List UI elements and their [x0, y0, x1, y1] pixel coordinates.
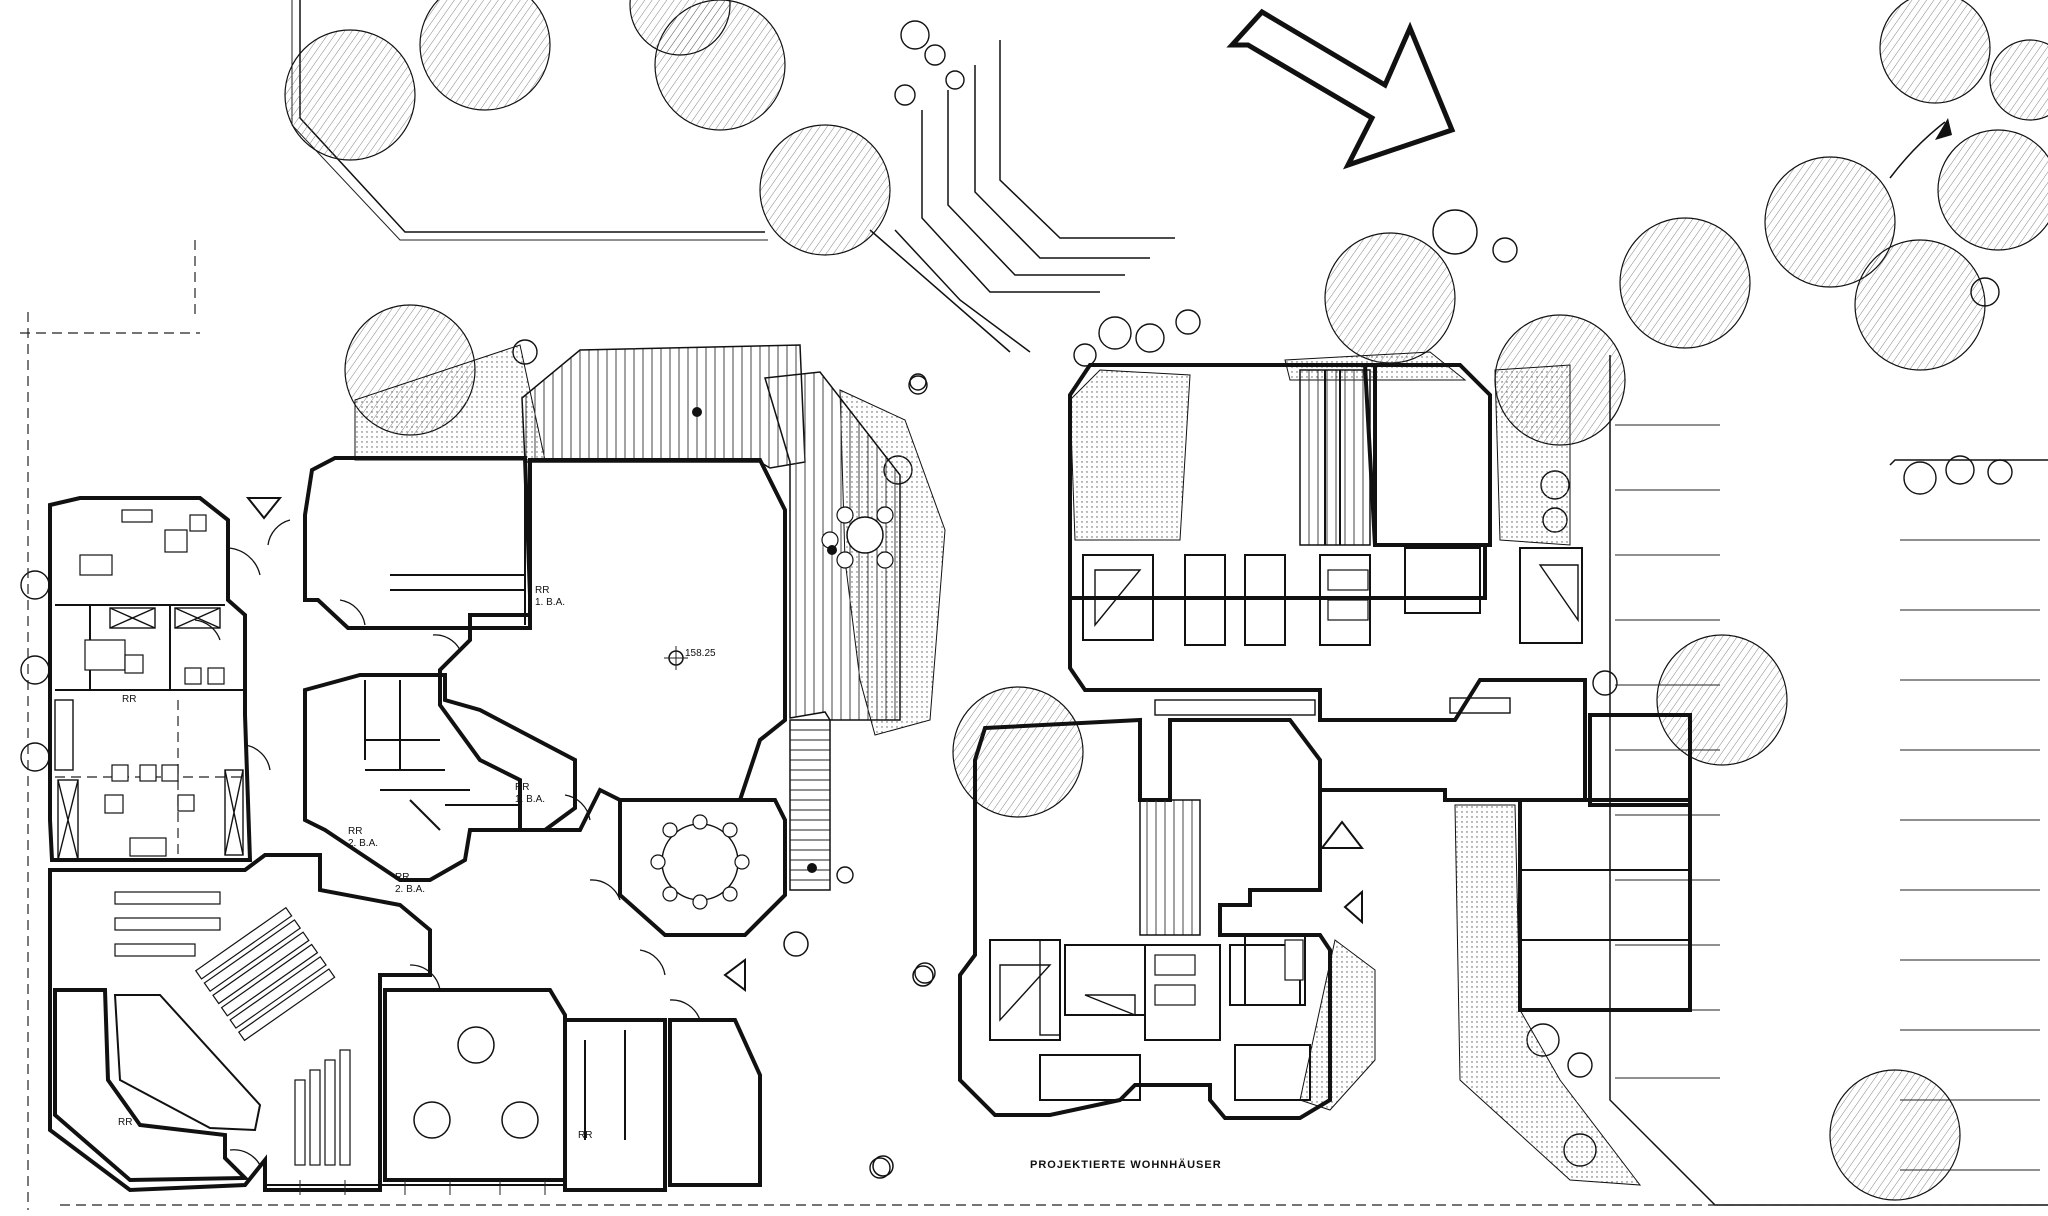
pool-room [113, 994, 262, 1132]
meeting-room [618, 798, 787, 937]
curved-arrow-head [1935, 118, 1952, 140]
entry-block [668, 1018, 762, 1187]
label-rr-kitchen: RR [578, 1130, 592, 1141]
doors [194, 519, 701, 1166]
round-tables [413, 506, 894, 1139]
kitchen-block [303, 456, 532, 630]
kitchen-south [563, 1018, 667, 1192]
curved-arrow [1889, 121, 1946, 179]
property-line [20, 240, 2040, 1210]
terrace [521, 344, 806, 469]
markers [664, 373, 934, 1177]
label-rr-lounge: RR [118, 1117, 132, 1128]
label-rr-1ba-small: RR [515, 782, 529, 793]
house-north-east [1362, 363, 1492, 547]
restroom-core [303, 673, 577, 882]
elevation-label: 158.25 [685, 648, 716, 659]
lounge-room [53, 988, 250, 1183]
label-rr-2ba-b: RR [395, 872, 409, 883]
parking-lines [1609, 355, 2048, 1206]
label-rr-1ba-small-line2: 1. B.A. [515, 794, 545, 805]
dining-room [383, 988, 567, 1182]
facade-windows [265, 1180, 565, 1195]
trees [284, 0, 2048, 1201]
central-hall [438, 458, 787, 832]
caption-projected-houses: PROJEKTIERTE WOHNHÄUSER [1030, 1158, 1222, 1171]
direction-arrow [1226, 8, 1456, 170]
entrance-markers [245, 497, 1365, 992]
garage-east [1588, 713, 1692, 807]
residential-buildings [958, 363, 1692, 1120]
label-rr-1ba-line2: 1. B.A. [535, 597, 565, 608]
office-furniture [54, 509, 244, 861]
site-boundary-inner [291, 0, 768, 241]
seating-rows [114, 891, 351, 1166]
room-labels: RR 1. B.A. RR RR 1. B.A. RR 2. B.A. RR 2… [118, 585, 1222, 1171]
garage [1518, 798, 1692, 1012]
house-north [1068, 363, 1487, 600]
stairs [789, 719, 831, 891]
label-rr-2ba-a: RR [348, 826, 362, 837]
garden-path-lines [869, 40, 1175, 353]
label-rr-2ba-a-line2: 2. B.A. [348, 838, 378, 849]
label-rr-1ba: RR [535, 585, 549, 596]
label-rr-office: RR [122, 694, 136, 705]
house-south [958, 717, 1332, 1120]
walkway-north [1299, 369, 1371, 546]
label-rr-2ba-b-line2: 2. B.A. [395, 884, 425, 895]
office-block-west [48, 496, 253, 862]
walkway [1139, 799, 1201, 936]
house-north-lower [1068, 545, 1587, 802]
open-floor [48, 853, 432, 1193]
